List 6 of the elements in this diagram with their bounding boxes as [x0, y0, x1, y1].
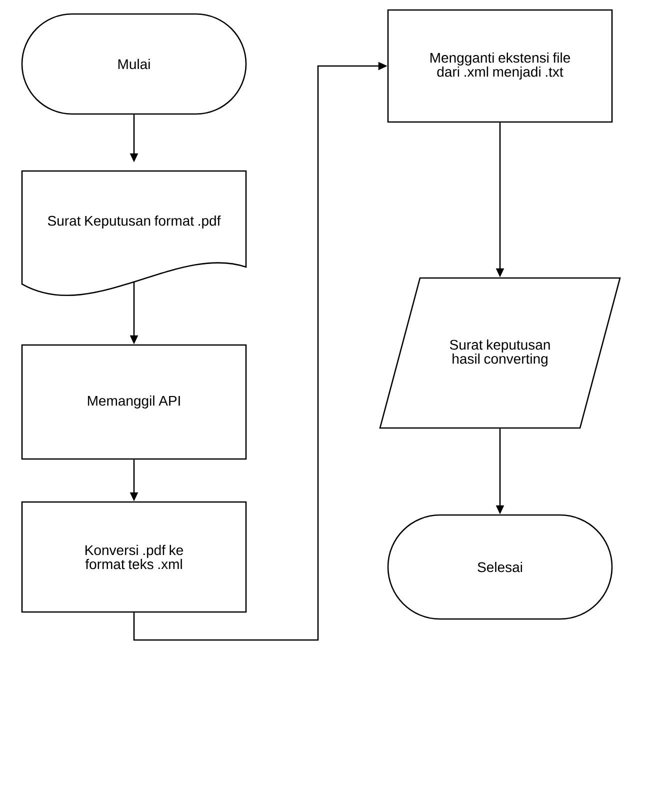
start-terminal: Mulai — [21, 13, 247, 115]
end-terminal: Selesai — [387, 514, 613, 620]
process-box: Mengganti ekstensi file dari .xml menjadi .txt — [387, 9, 613, 123]
process-box: Konversi .pdf ke format teks .xml — [21, 501, 247, 613]
process-box: Memanggil API — [21, 344, 247, 460]
data-parallelogram: Surat keputusan hasil converting — [379, 277, 621, 429]
